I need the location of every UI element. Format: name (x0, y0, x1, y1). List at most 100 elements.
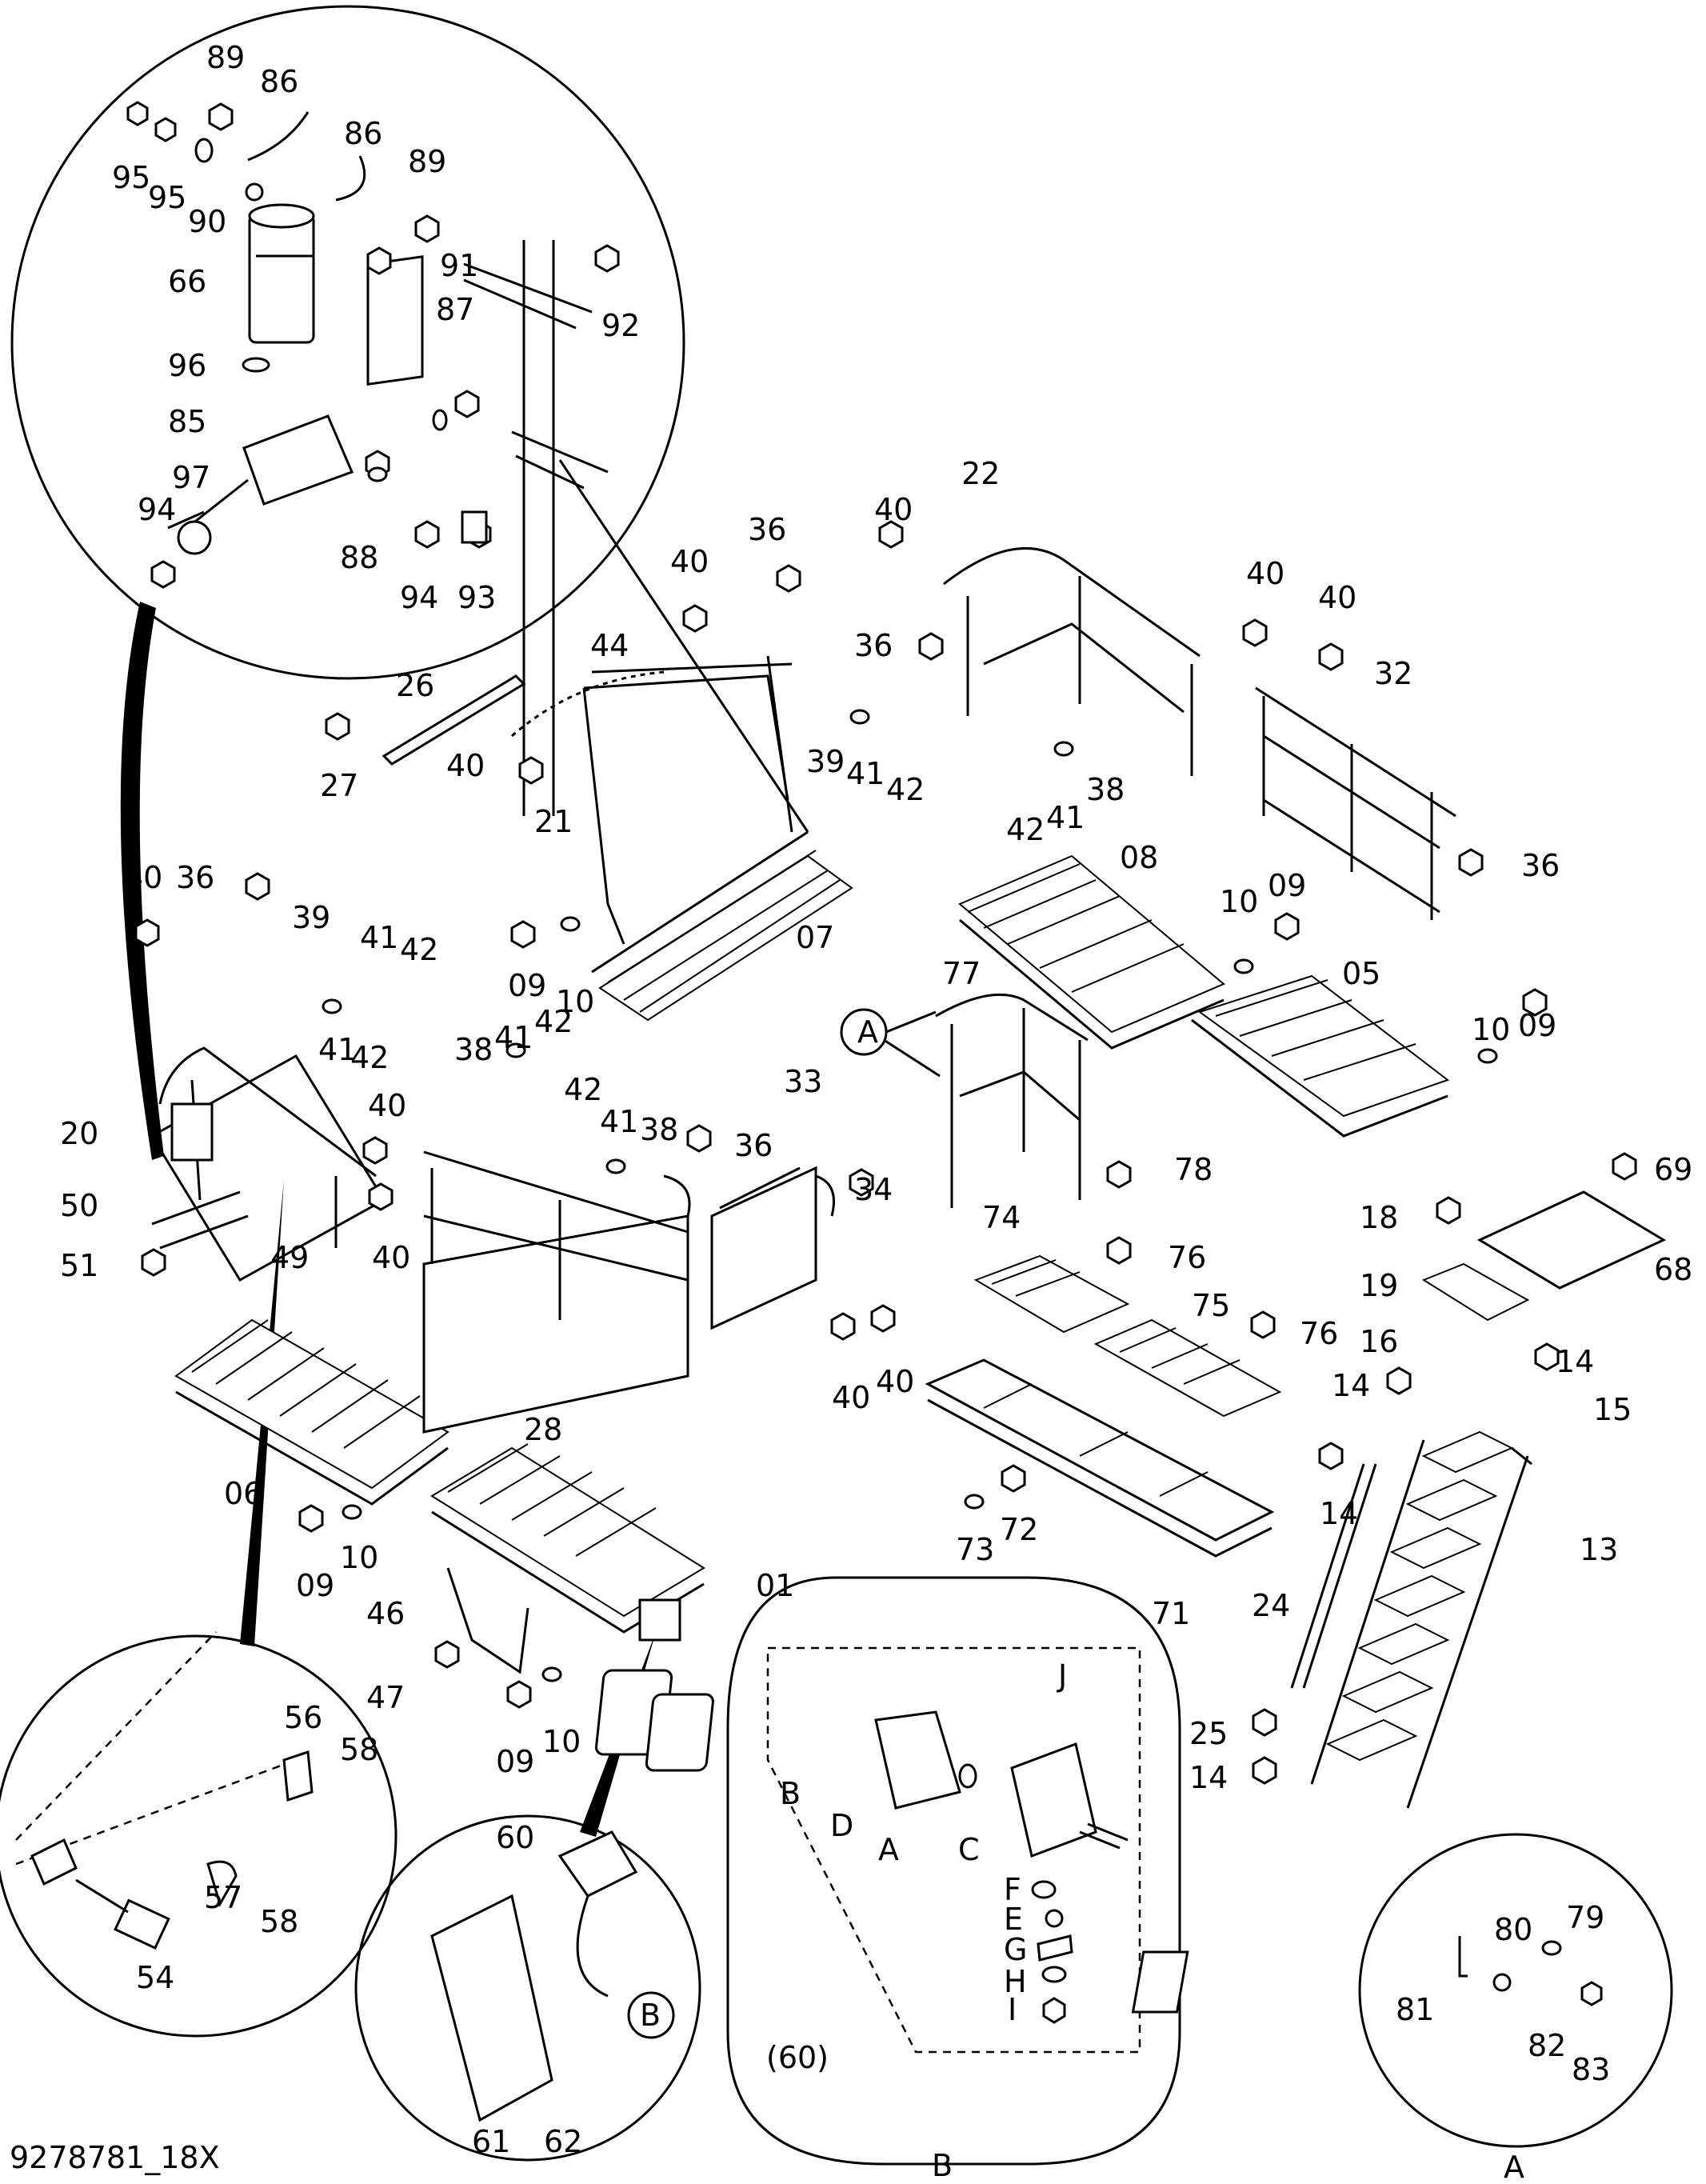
callout-95: 95 (148, 180, 186, 215)
callout-74: 74 (982, 1200, 1021, 1235)
callout-95: 95 (112, 160, 150, 195)
callout-58: 58 (260, 1904, 298, 1939)
callout-42: 42 (564, 1072, 602, 1107)
callout-42: 42 (400, 932, 438, 967)
callout-g: G (1004, 1932, 1027, 1967)
callout-80: 80 (1494, 1912, 1532, 1947)
callout-40: 40 (670, 544, 709, 579)
callout-66: 66 (168, 264, 206, 299)
callout-47: 47 (366, 1680, 405, 1715)
callout-89: 89 (408, 144, 446, 179)
callout-40: 40 (832, 1380, 870, 1415)
callout-90: 90 (188, 204, 226, 239)
worklight-detail (430, 1830, 675, 2122)
callout-82: 82 (1528, 2028, 1566, 2063)
callout-38: 38 (1086, 772, 1125, 807)
callout-22: 22 (961, 456, 1000, 491)
detail-b-marker (840, 1008, 941, 1078)
callout-13: 13 (1580, 1532, 1618, 1567)
callout-09: 09 (496, 1744, 534, 1779)
callout-28: 28 (524, 1412, 562, 1447)
callout-51: 51 (60, 1248, 98, 1283)
stairs-13 (1290, 1430, 1532, 1809)
platform-68 (1476, 1190, 1667, 1290)
callout-15: 15 (1593, 1392, 1632, 1427)
callout-93: 93 (457, 580, 496, 615)
callout-a-marker: A (857, 1014, 878, 1050)
callout-97: 97 (172, 460, 210, 495)
callout-40: 40 (446, 748, 485, 783)
callout-57: 57 (204, 1880, 242, 1915)
walkway-06 (174, 1318, 449, 1506)
callout-41: 41 (494, 1020, 533, 1055)
callout-36: 36 (176, 860, 214, 895)
callout-10: 10 (1220, 884, 1258, 919)
callout-06: 06 (224, 1476, 262, 1511)
handrail-77 (935, 993, 1089, 1208)
handrail-33 (710, 1166, 835, 1330)
handrail-28 (422, 1150, 691, 1434)
detail-circle-a (1358, 1833, 1673, 2148)
callout-32: 32 (1374, 656, 1412, 691)
plate-87 (366, 255, 424, 386)
callout-21: 21 (534, 804, 573, 839)
detail-circle-sensor (0, 1634, 398, 2038)
callout-05: 05 (1342, 956, 1380, 991)
callout-14: 14 (1320, 1496, 1358, 1531)
callout-25: 25 (1189, 1716, 1228, 1751)
walkway-05 (1191, 974, 1450, 1138)
callout-41: 41 (360, 920, 398, 955)
callout-88: 88 (340, 540, 378, 575)
callout-36: 36 (1521, 848, 1560, 883)
callout-42: 42 (886, 772, 925, 807)
callout-c: C (958, 1832, 980, 1867)
callout-10: 10 (1472, 1012, 1510, 1047)
callout-labels: 89 86 95 95 90 86 89 66 91 92 87 96 85 9… (60, 40, 1692, 2159)
callout-79: 79 (1566, 1900, 1604, 1935)
walkway-07 (558, 459, 853, 1022)
callout-10: 10 (556, 984, 594, 1019)
callout-75: 75 (1192, 1288, 1230, 1323)
callout-42: 42 (350, 1040, 389, 1075)
callout-50: 50 (60, 1188, 98, 1223)
grating-19 (1421, 1262, 1530, 1322)
callout-76: 76 (1168, 1240, 1206, 1275)
walkway-08 (958, 854, 1225, 1050)
callout-49: 49 (270, 1240, 309, 1275)
callout-78: 78 (1174, 1152, 1213, 1187)
frame-71 (925, 1358, 1275, 1558)
callout-f: F (1004, 1872, 1021, 1907)
callout-40: 40 (368, 1088, 406, 1123)
callout-d: D (830, 1808, 853, 1843)
callout-27: 27 (320, 768, 358, 803)
callout-42: 42 (1006, 812, 1045, 847)
sensor-54 (114, 1898, 170, 1950)
callout-40: 40 (1246, 556, 1284, 591)
leader-wedge-top (120, 602, 164, 1160)
callout-16: 16 (1360, 1324, 1398, 1359)
callout-40: 40 (1318, 580, 1356, 615)
callout-46: 46 (366, 1596, 405, 1631)
callout-41: 41 (318, 1032, 357, 1067)
callout-14: 14 (1189, 1760, 1228, 1795)
callout-09: 09 (296, 1568, 334, 1603)
callout-36: 36 (734, 1128, 773, 1163)
callout-10: 10 (542, 1724, 581, 1759)
fastener-icons-top (126, 101, 620, 589)
callout-91: 91 (440, 248, 478, 283)
callout-96: 96 (168, 348, 206, 383)
walkway-01 (430, 1443, 705, 1674)
callout-26: 26 (396, 668, 434, 703)
lamp-body (248, 213, 315, 344)
callout-54: 54 (136, 1960, 174, 1995)
callout-20: 20 (60, 1116, 98, 1151)
callout-60: 60 (496, 1820, 534, 1855)
detail-b-group-label: (60) (766, 2040, 829, 2075)
callout-71: 71 (1152, 1596, 1190, 1631)
callout-33: 33 (784, 1064, 822, 1099)
callout-a: A (878, 1832, 899, 1867)
handrail-21 (382, 670, 789, 945)
callout-94: 94 (138, 492, 176, 527)
handrail-22 (943, 546, 1201, 776)
